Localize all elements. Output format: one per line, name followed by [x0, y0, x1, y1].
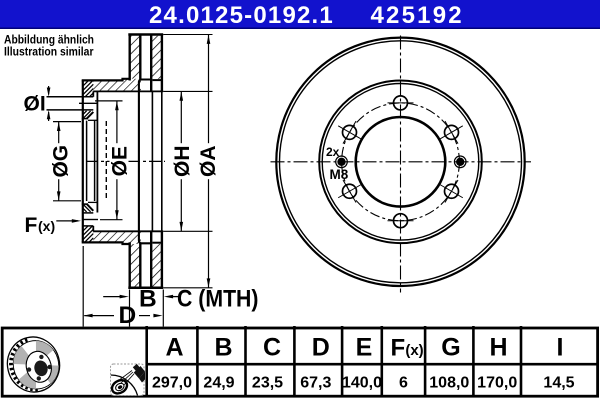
svg-text:140,0: 140,0	[342, 374, 382, 391]
svg-text:M8: M8	[330, 167, 349, 182]
svg-text:425192: 425192	[371, 2, 464, 29]
svg-text:23,5: 23,5	[252, 374, 283, 391]
svg-text:6: 6	[399, 374, 408, 391]
svg-text:108,0: 108,0	[429, 374, 469, 391]
svg-text:24,9: 24,9	[203, 374, 234, 391]
svg-text:ØA: ØA	[197, 145, 220, 177]
svg-text:B: B	[214, 333, 232, 361]
svg-text:C (MTH): C (MTH)	[177, 286, 259, 313]
svg-text:A: A	[165, 333, 183, 361]
svg-text:G: G	[441, 333, 460, 361]
svg-text:(x): (x)	[38, 218, 55, 234]
svg-text:297,0: 297,0	[152, 374, 192, 391]
svg-text:H: H	[489, 333, 507, 361]
svg-text:F: F	[25, 214, 38, 237]
svg-text:B: B	[139, 286, 157, 313]
svg-text:I: I	[557, 333, 564, 361]
svg-text:170,0: 170,0	[477, 374, 517, 391]
svg-text:(x): (x)	[405, 342, 423, 359]
svg-text:ØG: ØG	[50, 145, 73, 178]
svg-text:ØH: ØH	[171, 145, 194, 177]
svg-text:2x: 2x	[326, 145, 340, 159]
svg-text:Illustration similar: Illustration similar	[4, 46, 94, 59]
svg-text:Abbildung ähnlich: Abbildung ähnlich	[4, 34, 94, 47]
svg-text:C: C	[263, 333, 281, 361]
svg-text:14,5: 14,5	[543, 374, 574, 391]
svg-text:F: F	[390, 334, 405, 361]
svg-text:D: D	[312, 333, 330, 361]
svg-text:67,3: 67,3	[300, 374, 331, 391]
svg-text:E: E	[356, 333, 373, 361]
svg-text:ØI: ØI	[24, 93, 46, 116]
svg-text:D: D	[119, 302, 137, 329]
svg-text:ØE: ØE	[109, 146, 132, 176]
svg-text:24.0125-0192.1: 24.0125-0192.1	[149, 2, 334, 29]
